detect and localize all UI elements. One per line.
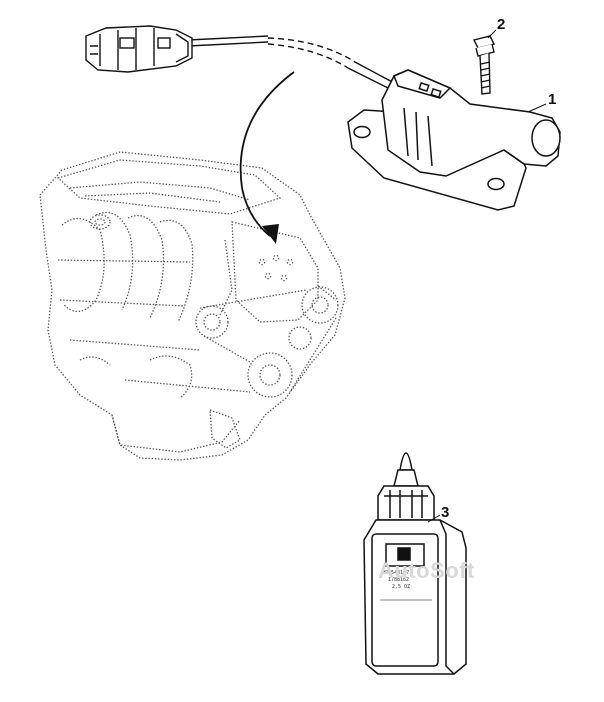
wiring-harness <box>187 35 397 91</box>
mounting-bolt <box>472 35 496 95</box>
callout-part-1: 1 <box>548 91 557 108</box>
sealant-bottle <box>363 452 467 675</box>
bottle-label-line3: 2.5 OZ <box>392 584 410 590</box>
callout-leaders <box>427 29 547 523</box>
install-location-arrow <box>239 71 295 244</box>
electrical-connector <box>85 25 193 73</box>
watermark-text: AutoSoft <box>378 558 475 583</box>
bottle-label-line2: 1788162 <box>388 577 409 583</box>
bottle-label-line1: #90543117 <box>382 570 409 576</box>
callout-part-3: 3 <box>441 504 450 521</box>
sensor-assembly <box>347 69 561 211</box>
engine-block <box>39 151 346 461</box>
callout-part-2: 2 <box>497 16 506 33</box>
